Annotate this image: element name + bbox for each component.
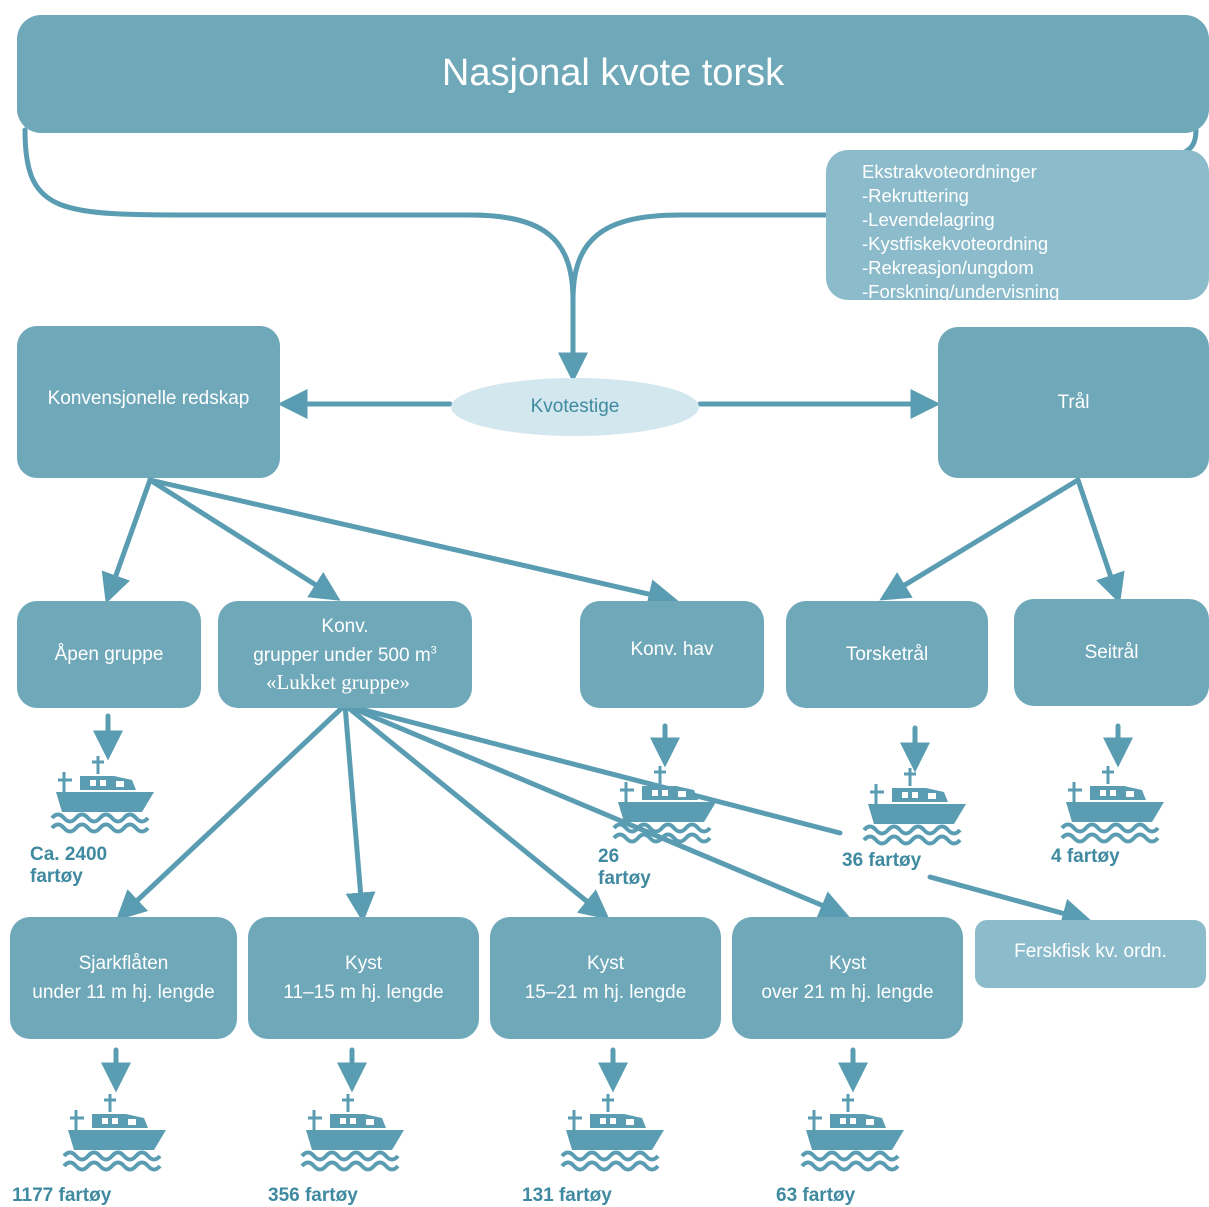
coastal-11-15-line1: Kyst <box>345 952 382 974</box>
small-boat-fleet-line1: Sjarkflåten <box>78 952 169 974</box>
coastal-over-21-count: 63 fartøy <box>776 1185 856 1206</box>
extra-quota-item: -Kystfiskekvoteordning <box>862 233 1049 255</box>
trawl-box: Trål <box>938 327 1209 478</box>
coastal-over-21-line2: over 21 m hj. lengde <box>761 982 934 1003</box>
coastal-11-15-line2: 11–15 m hj. lengde <box>283 982 444 1003</box>
fishing-boat-icon <box>50 756 154 834</box>
open-group-label: Åpen gruppe <box>54 643 164 665</box>
fishing-boat-icon <box>612 766 716 844</box>
fresh-fish-box: Ferskfisk kv. ordn. <box>975 920 1206 988</box>
superscript-3: 3 <box>430 644 437 657</box>
extra-quota-item: -Forskning/undervisning <box>862 281 1060 303</box>
open-group-count-line2: fartøy <box>30 865 83 887</box>
fishing-boat-icon <box>862 768 966 846</box>
open-group-count-line1: Ca. 2400 <box>30 844 108 865</box>
fishing-boat-icon <box>62 1094 166 1172</box>
cod-trawl-label: Torsketrål <box>845 643 929 665</box>
saithe-trawl-label: Seitrål <box>1084 641 1139 663</box>
fishing-boat-icon <box>560 1094 664 1172</box>
kvotestige-label: Kvotestige <box>530 396 620 417</box>
saithe-trawl-box: Seitrål <box>1014 599 1209 706</box>
conventional-gear-label: Konvensjonelle redskap <box>47 388 250 410</box>
national-quota-title-box: Nasjonal kvote torsk <box>17 15 1209 133</box>
conventional-gear-box: Konvensjonelle redskap <box>17 326 280 478</box>
conventional-sea-count: 26 fartøy <box>598 846 651 890</box>
extra-quota-heading: Ekstrakvoteordninger <box>862 161 1037 182</box>
small-boat-fleet-box: Sjarkflåten under 11 m hj. lengde <box>10 917 237 1039</box>
coastal-over-21-line1: Kyst <box>829 952 866 974</box>
coastal-15-21-line2: 15–21 m hj. lengde <box>524 982 687 1003</box>
fishing-boat-icon <box>1060 766 1164 844</box>
trawl-label: Trål <box>1057 391 1090 413</box>
coastal-11-15-box: Kyst 11–15 m hj. lengde <box>248 917 479 1039</box>
extra-quota-box: Ekstrakvoteordninger -Rekruttering -Leve… <box>826 150 1209 302</box>
fresh-fish-label: Ferskfisk kv. ordn. <box>1014 941 1167 963</box>
extra-quota-item: -Levendelagring <box>862 209 995 231</box>
extra-quota-item: -Rekruttering <box>862 185 969 207</box>
coastal-15-21-count: 131 fartøy <box>522 1185 612 1206</box>
open-group-count: Ca. 2400 fartøy <box>30 844 107 888</box>
closed-group-box: Konv. grupper under 500 m3 «Lukket grupp… <box>218 601 472 708</box>
kvotestige-ellipse: Kvotestige <box>451 378 699 436</box>
coastal-15-21-line1: Kyst <box>587 952 624 974</box>
coastal-over-21-box: Kyst over 21 m hj. lengde <box>732 917 963 1039</box>
fishing-boat-icon <box>800 1094 904 1172</box>
conventional-sea-count-line2: fartøy <box>598 867 651 889</box>
coastal-11-15-count: 356 fartøy <box>268 1185 358 1206</box>
closed-group-line2: grupper under 500 m3 <box>253 644 437 666</box>
closed-group-line1: Konv. <box>321 616 369 638</box>
fishing-boat-icon <box>300 1094 404 1172</box>
cod-trawl-box: Torsketrål <box>786 601 988 708</box>
conventional-sea-label: Konv. hav <box>630 638 714 660</box>
closed-group-line3: «Lukket gruppe» <box>265 670 411 695</box>
cod-trawl-count: 36 fartøy <box>842 850 922 871</box>
conventional-sea-box: Konv. hav <box>580 601 764 708</box>
page-title: Nasjonal kvote torsk <box>441 52 785 95</box>
open-group-box: Åpen gruppe <box>17 601 201 708</box>
coastal-15-21-box: Kyst 15–21 m hj. lengde <box>490 917 721 1039</box>
extra-quota-item: -Rekreasjon/ungdom <box>862 257 1034 279</box>
conventional-sea-count-line1: 26 <box>598 846 620 867</box>
small-boat-fleet-count: 1177 fartøy <box>12 1185 112 1206</box>
small-boat-fleet-line2: under 11 m hj. lengde <box>32 982 215 1003</box>
saithe-trawl-count: 4 fartøy <box>1051 846 1120 867</box>
